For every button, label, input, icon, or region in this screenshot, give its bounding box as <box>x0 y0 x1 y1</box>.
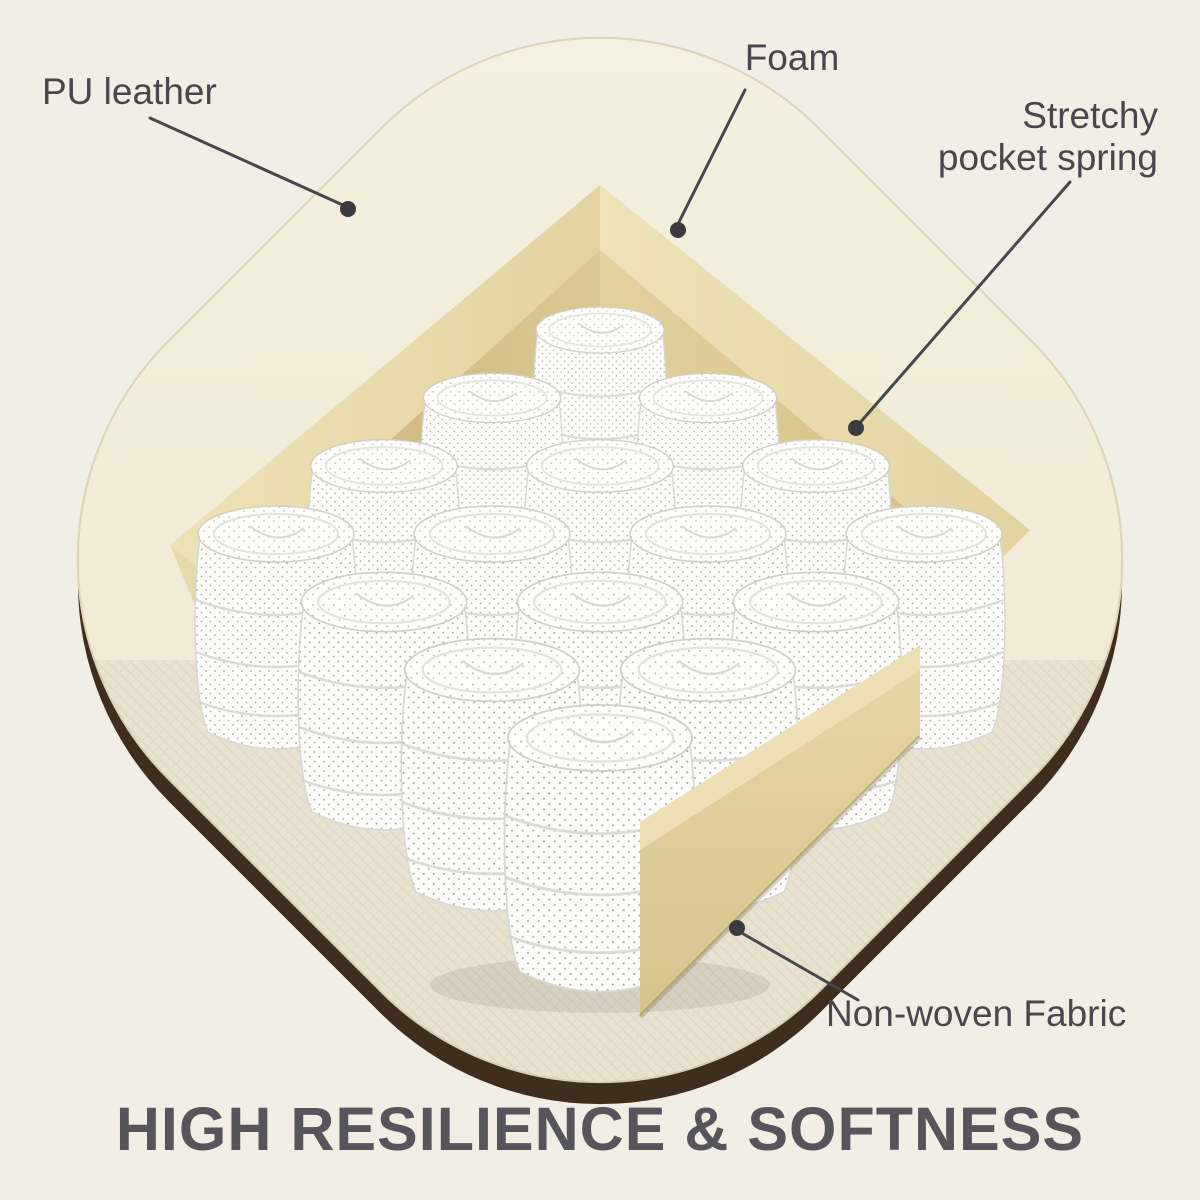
foam-cut-front <box>640 670 920 1017</box>
callout-dot <box>670 222 686 238</box>
callout-dot <box>729 920 745 936</box>
callout-pu-leather: PU leather <box>42 71 356 217</box>
callout-line <box>148 116 347 208</box>
callout-stretchy-pocket-spring: Stretchy pocket spring <box>848 95 1158 436</box>
foam-wall-right-top <box>600 185 1030 575</box>
callout-label-non-woven: Non-woven Fabric <box>826 993 1126 1034</box>
headline: HIGH RESILIENCE & SOFTNESS <box>115 1095 1085 1163</box>
callout-label-pu-leather: PU leather <box>42 71 217 112</box>
callout-line <box>675 88 747 228</box>
callout-line <box>738 930 860 1002</box>
callout-line <box>856 180 1072 427</box>
callout-foam: Foam <box>670 37 839 238</box>
foam-wall-left-top <box>170 185 600 590</box>
callout-dot <box>848 420 864 436</box>
callout-non-woven-fabric: Non-woven Fabric <box>729 920 1126 1034</box>
callout-label-stretchy: Stretchy <box>1022 95 1158 136</box>
callout-dot <box>340 201 356 217</box>
callout-label-pocket-spring: pocket spring <box>938 137 1158 178</box>
callout-label-foam: Foam <box>745 37 840 78</box>
foam-cut-front-shadow <box>638 735 922 1019</box>
foam-cut-front-top <box>640 645 920 850</box>
